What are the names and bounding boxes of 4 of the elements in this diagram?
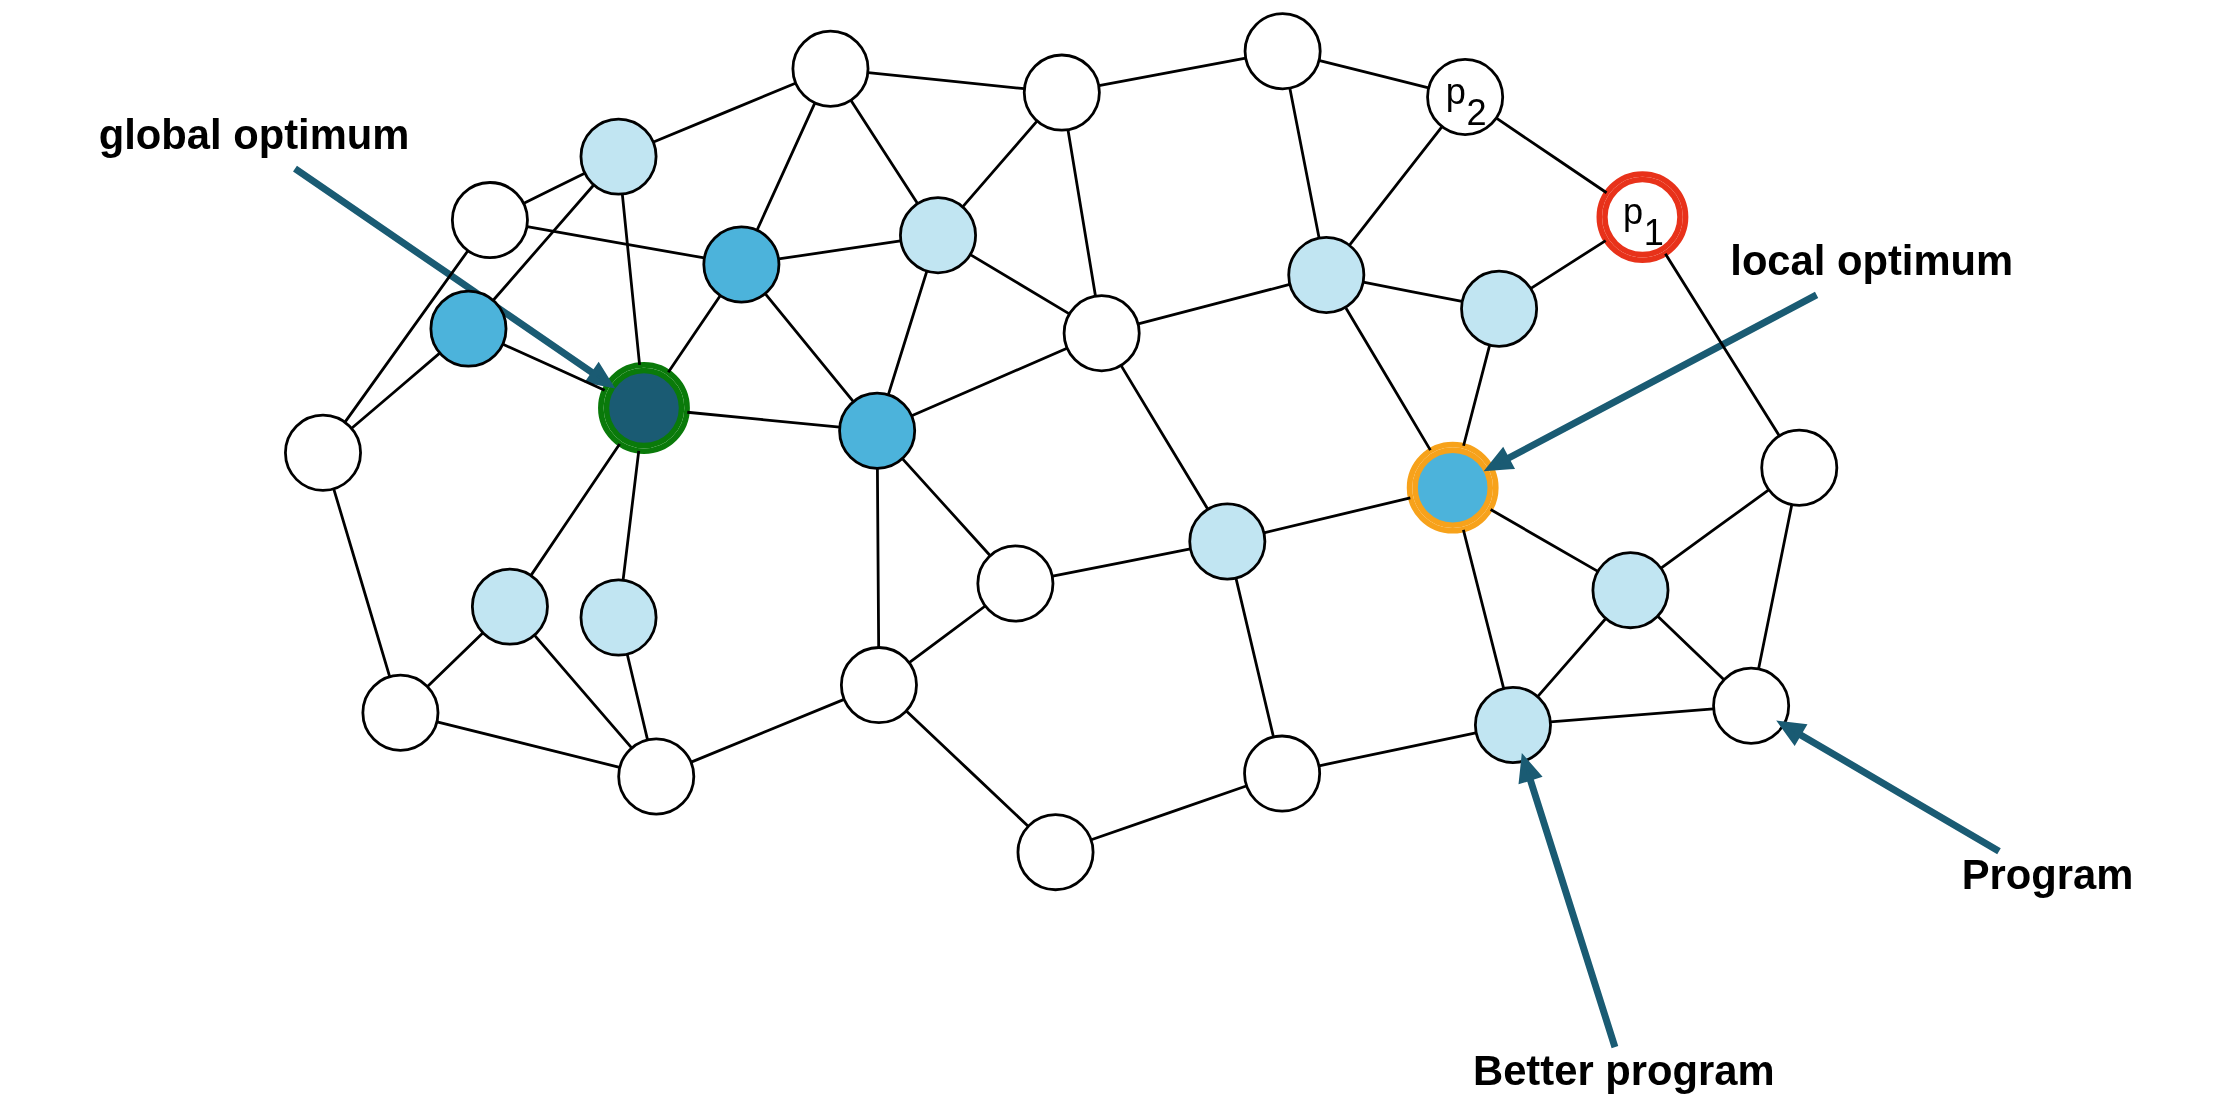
- node-text: Program: [1961, 851, 2134, 899]
- node-text: local optimum: [1730, 237, 2014, 285]
- node-text: global optimum: [98, 110, 410, 158]
- node-text: Better program: [1473, 1046, 1775, 1094]
